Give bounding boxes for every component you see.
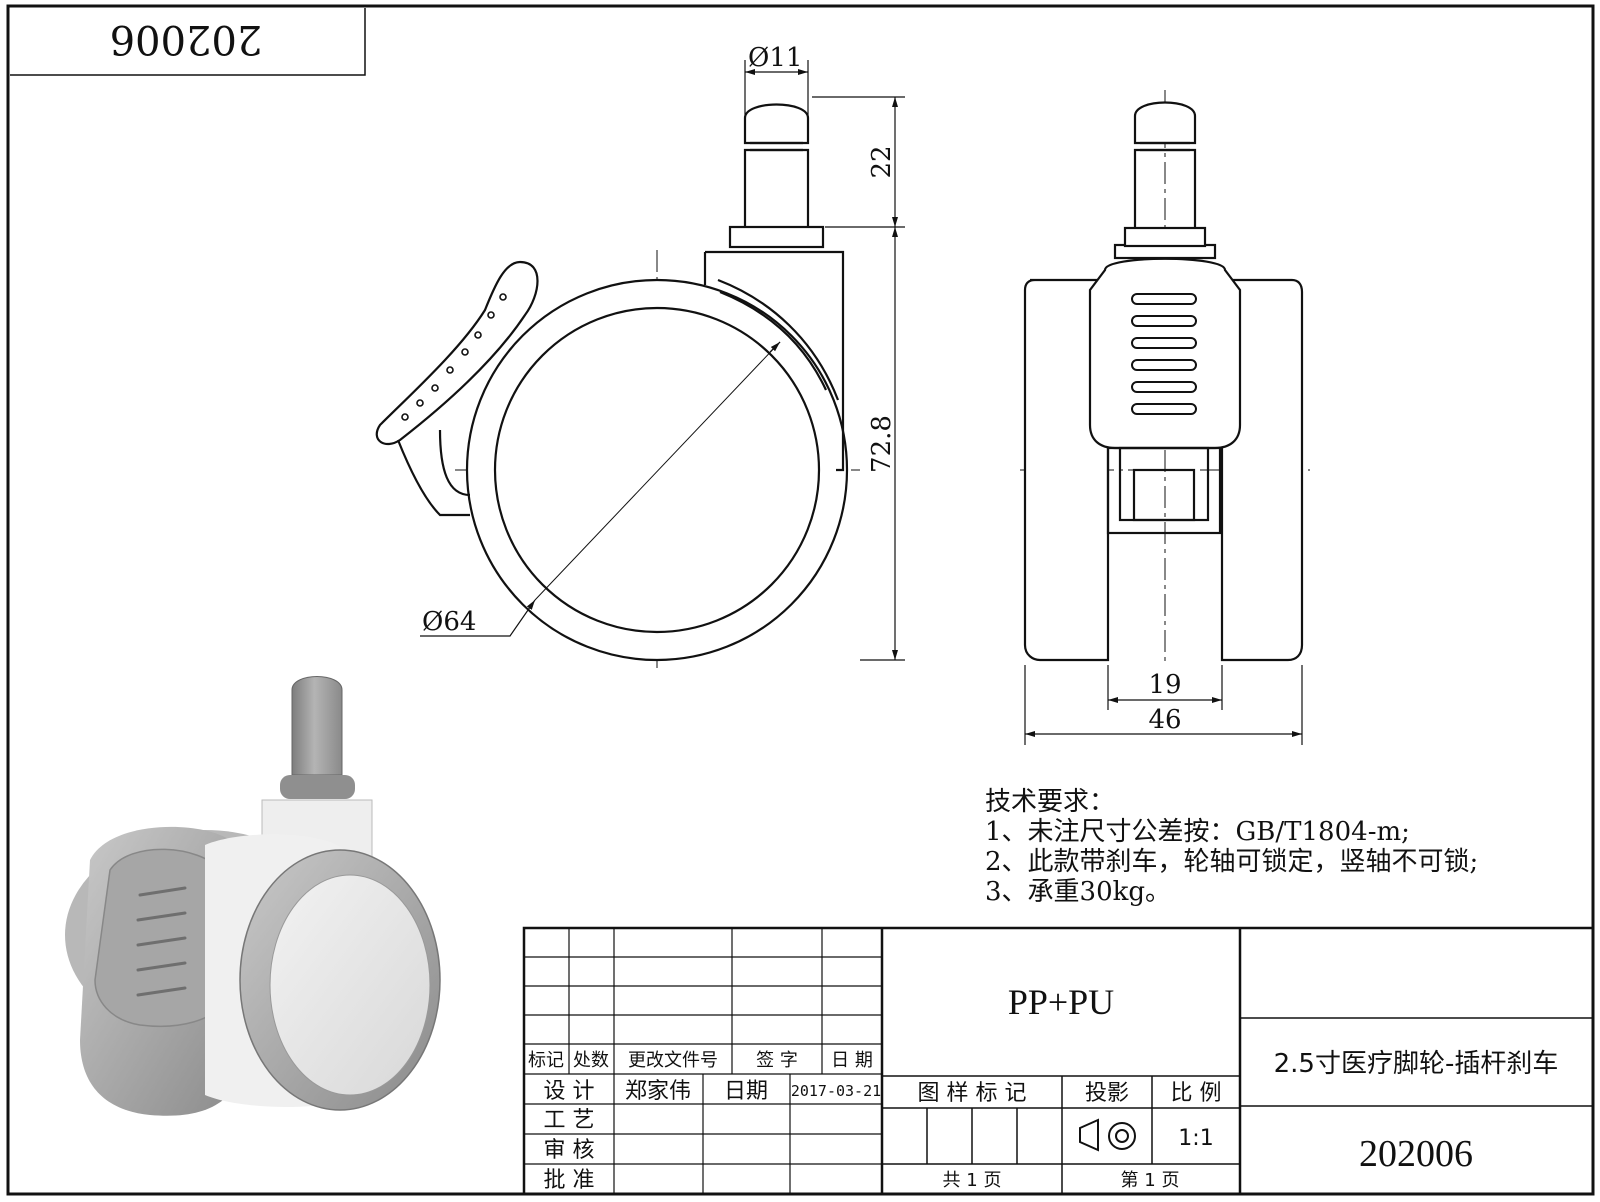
drawing-number: 202006: [1359, 1133, 1473, 1175]
caster-render: [65, 676, 441, 1116]
side-dimensions: [1024, 665, 1303, 745]
front-dimensions: [420, 60, 905, 661]
dim-overall-width: 46: [1148, 705, 1181, 735]
corner-code-box: 202006: [10, 8, 366, 76]
wheel-inner: [493, 306, 821, 634]
rev-header-sign: 签 字: [756, 1050, 798, 1071]
front-view: [375, 103, 860, 670]
note-line-1: 1、未注尺寸公差按：GB/T1804-m;: [985, 817, 1410, 847]
scale-label: 比 例: [1171, 1081, 1222, 1106]
dim-total-height: 72.8: [867, 415, 897, 473]
notes-heading: 技术要求：: [985, 787, 1115, 817]
sample-mark-label: 图 样 标 记: [918, 1081, 1027, 1106]
rev-header-date: 日 期: [831, 1050, 873, 1071]
dim-pin-diameter: Ø11: [748, 43, 802, 73]
rev-header-file: 更改文件号: [628, 1050, 718, 1071]
side-brake-cover: [1088, 257, 1242, 450]
design-label: 设 计: [544, 1079, 595, 1104]
check-label: 审 核: [544, 1138, 595, 1163]
design-date: 2017-03-21: [791, 1082, 881, 1100]
dim-inner-gap: 19: [1148, 670, 1181, 700]
date-label: 日期: [724, 1079, 768, 1104]
rev-header-mark: 标记: [528, 1050, 564, 1071]
process-label: 工 艺: [544, 1108, 595, 1133]
side-wheel-right: [1220, 278, 1304, 662]
page-number: 第 1 页: [1121, 1170, 1180, 1191]
note-line-2: 2、此款带刹车，轮轴可锁定，竖轴不可锁;: [985, 847, 1478, 877]
side-wheel-left: [1023, 278, 1110, 662]
dim-pin-length: 22: [867, 145, 897, 178]
scale-value: 1:1: [1178, 1126, 1213, 1151]
title-block: [522, 926, 1595, 1196]
material: PP+PU: [1008, 982, 1114, 1022]
wheel-outer: [465, 278, 849, 662]
technical-notes: 技术要求： 1、未注尺寸公差按：GB/T1804-m; 2、此款带刹车，轮轴可锁…: [985, 787, 1478, 907]
dim-wheel-diameter: Ø64: [422, 607, 476, 637]
total-pages: 共 1 页: [943, 1170, 1002, 1191]
approve-label: 批 准: [544, 1168, 595, 1193]
note-line-3: 3、承重30kg。: [985, 877, 1171, 907]
title-block-text: 标记 处数 更改文件号 签 字 日 期 设 计 郑家伟 日期 2017-03-2…: [528, 982, 1558, 1193]
brake-pedal: [375, 260, 539, 446]
projection-label: 投影: [1085, 1081, 1129, 1106]
designer-name: 郑家伟: [625, 1079, 691, 1104]
product-name: 2.5寸医疗脚轮-插杆刹车: [1274, 1049, 1559, 1079]
corner-code: 202006: [110, 16, 263, 62]
side-view: [1020, 90, 1310, 665]
rev-header-count: 处数: [573, 1050, 609, 1071]
pin: [743, 148, 810, 227]
projection-symbol: [1079, 1118, 1136, 1152]
